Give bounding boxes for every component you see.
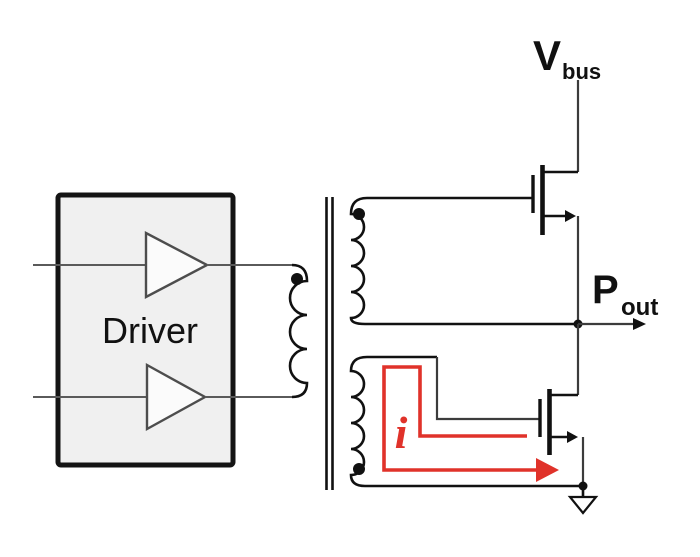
vbus-label-subscript: bus bbox=[562, 59, 601, 84]
driver-label: Driver bbox=[102, 310, 198, 351]
mosfet-bottom-icon bbox=[538, 389, 578, 455]
current-loop-arrowhead-icon bbox=[536, 458, 559, 482]
mosfet-top-icon bbox=[531, 165, 578, 235]
mosfet-bottom-source-arrow-icon bbox=[567, 431, 578, 443]
current-label: i bbox=[395, 407, 408, 458]
vbus-label: V bbox=[533, 32, 561, 79]
pout-label-subscript: out bbox=[621, 294, 658, 321]
polarity-dot-secondary-top bbox=[353, 208, 365, 220]
transformer-primary-winding bbox=[288, 263, 309, 399]
gate-wire-bottom-mosfet bbox=[435, 357, 540, 421]
mosfet-top-source-arrow-icon bbox=[565, 210, 576, 222]
buffer-amplifier-top-icon bbox=[144, 231, 210, 299]
polarity-dot-secondary-bottom bbox=[353, 463, 365, 475]
ground-triangle bbox=[567, 495, 599, 515]
ground-symbol-icon bbox=[567, 486, 599, 515]
current-loop-path bbox=[382, 365, 539, 472]
transformer-core bbox=[325, 197, 334, 490]
polarity-dot-primary bbox=[291, 273, 303, 285]
pout-label: P bbox=[592, 268, 619, 312]
buffer-amplifier-bottom-icon bbox=[145, 362, 208, 432]
pout-arrowhead-icon bbox=[633, 318, 646, 330]
